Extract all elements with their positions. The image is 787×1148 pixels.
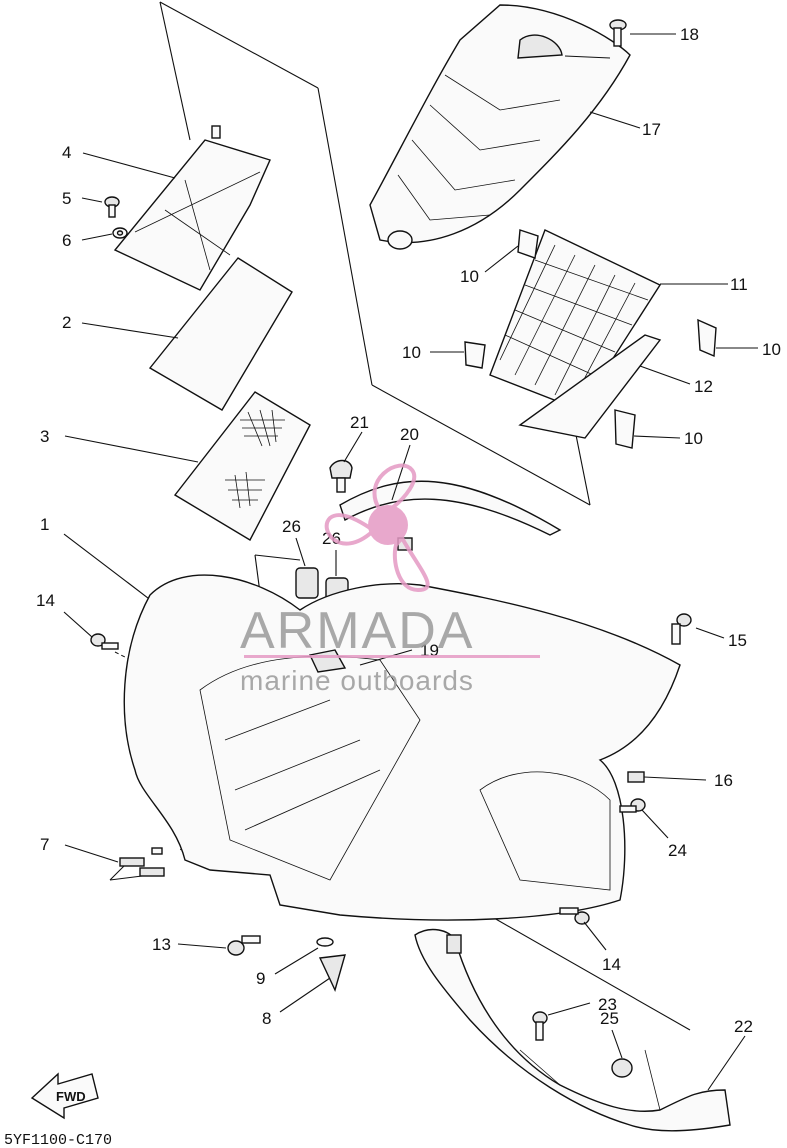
callout-7: 7: [40, 835, 49, 854]
callout-10a: 10: [460, 267, 479, 286]
harness-part: [109, 847, 165, 881]
callout-10b: 10: [402, 343, 421, 362]
lower-bolt-part: [227, 935, 261, 956]
callout-25: 25: [600, 1009, 619, 1028]
filter-frame-part: [113, 125, 271, 291]
callout-13: 13: [152, 935, 171, 954]
rivet-part: [329, 459, 353, 493]
callout-20: 20: [400, 425, 419, 444]
cap-part: [318, 954, 346, 992]
side-screw-part: [671, 613, 692, 645]
clip-parts: [464, 229, 717, 449]
diagram-code: 5YF1100-C170: [4, 1132, 112, 1148]
guard-nut-part: [611, 1058, 633, 1078]
callout-15: 15: [728, 631, 747, 650]
callout-21: 21: [350, 413, 369, 432]
callout-leaders: [63, 33, 758, 1091]
callout-3: 3: [40, 427, 49, 446]
guard-bolt-part: [532, 1011, 548, 1041]
propeller-logo-icon: [324, 463, 430, 593]
watermark-tagline: marine outboards: [240, 665, 474, 696]
fwd-arrow-icon: FWD: [30, 1072, 99, 1120]
bolt-part: [619, 798, 646, 813]
callout-1: 1: [40, 515, 49, 534]
callout-22: 22: [734, 1017, 753, 1036]
callout-9: 9: [256, 969, 265, 988]
filter-screen-part: [173, 391, 311, 541]
callout-17: 17: [642, 120, 661, 139]
callout-16: 16: [714, 771, 733, 790]
callout-14a: 14: [36, 591, 55, 610]
callout-6: 6: [62, 231, 71, 250]
watermark-brand: ARMADA: [240, 602, 474, 660]
callout-11: 11: [730, 275, 748, 294]
fender-screw-parts: [90, 633, 590, 925]
bumper-guard-part: [414, 928, 731, 1132]
filter-pad-part: [148, 257, 293, 411]
callout-8: 8: [262, 1009, 271, 1028]
top-cover-part: [369, 4, 631, 250]
top-screw-part: [609, 19, 627, 47]
callout-24: 24: [668, 841, 687, 860]
watermark: ARMADA marine outboards: [240, 463, 540, 696]
screw-part: [104, 196, 120, 218]
grille-panel-part: [518, 334, 662, 439]
callout-18: 18: [680, 25, 699, 44]
washer-part: [112, 227, 128, 239]
callout-12: 12: [694, 377, 713, 396]
callout-4: 4: [62, 143, 71, 162]
front-grille-part: [489, 229, 662, 411]
small-washer-part: [316, 937, 334, 947]
nut-clip-part: [627, 771, 645, 783]
callout-5: 5: [62, 189, 71, 208]
fwd-label: FWD: [56, 1089, 86, 1104]
callout-14b: 14: [602, 955, 621, 974]
callout-10c: 10: [762, 340, 781, 359]
callout-26a: 26: [282, 517, 301, 536]
callout-23: 23: [598, 995, 617, 1014]
callout-2: 2: [62, 313, 71, 332]
callout-10d: 10: [684, 429, 703, 448]
callout-labels: 4 5 6 2 3 1 14 7 13 9 8 18 17 10 10 11 1…: [36, 25, 781, 1036]
